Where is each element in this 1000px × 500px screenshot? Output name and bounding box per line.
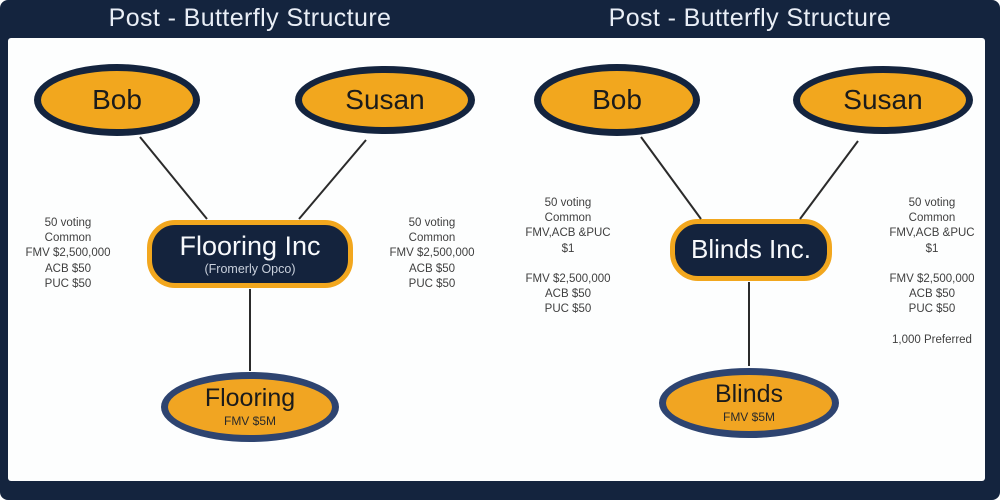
ownership-label-right: 50 voting Common FMV $2,500,000 ACB $50 … — [389, 217, 475, 290]
subsidiary-value: FMV $5M — [223, 414, 276, 428]
subsidiary-ellipse: Blinds FMV $5M — [659, 368, 839, 438]
subsidiary-name: Blinds — [714, 380, 784, 408]
ownership-label-left: 50 voting Common FMV,ACB &PUC $1 FMV $2,… — [525, 197, 611, 316]
company-name: Flooring Inc — [179, 231, 321, 262]
diagram-flooring: Post - Butterfly Structure Bob Susan 50 … — [25, 4, 475, 442]
company-subtitle: (Fromerly Opco) — [204, 261, 296, 276]
company-box: Flooring Inc (Fromerly Opco) — [147, 220, 353, 288]
owner-ellipse-susan: Susan — [295, 66, 475, 134]
subsidiary-name: Flooring — [204, 384, 296, 412]
owner-name: Susan — [345, 84, 425, 115]
owner-ellipse-susan: Susan — [793, 66, 973, 134]
slide-title: Post - Butterfly Structure — [108, 4, 392, 32]
owner-ellipse-bob: Bob — [534, 64, 700, 136]
ownership-label-left: 50 voting Common FMV $2,500,000 ACB $50 … — [25, 217, 111, 290]
owner-name: Bob — [92, 84, 142, 115]
ownership-label-right: 50 voting Common FMV,ACB &PUC $1 FMV $2,… — [889, 197, 975, 346]
company-name: Blinds Inc. — [691, 234, 811, 265]
diagram-blinds: Post - Butterfly Structure Bob Susan 50 … — [500, 0, 1000, 500]
subsidiary-ellipse: Flooring FMV $5M — [161, 372, 339, 442]
company-box: Blinds Inc. — [670, 219, 832, 281]
slide-title: Post - Butterfly Structure — [608, 4, 892, 32]
owner-name: Susan — [843, 84, 923, 115]
owner-ellipse-bob: Bob — [34, 64, 200, 136]
owner-name: Bob — [592, 84, 642, 115]
subsidiary-value: FMV $5M — [722, 410, 775, 424]
